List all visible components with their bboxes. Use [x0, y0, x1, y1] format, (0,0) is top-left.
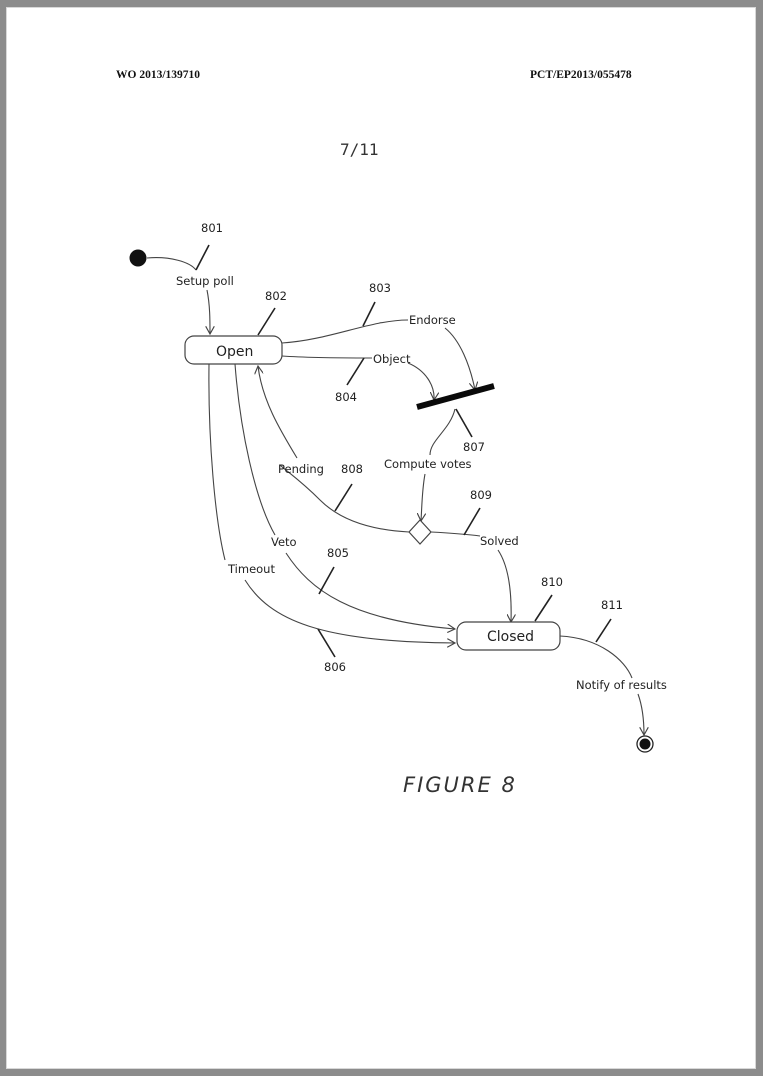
ref-802: 802: [265, 289, 287, 303]
transition-setup-poll-a: [146, 257, 197, 271]
leader-804: [346, 357, 365, 386]
transition-pending-a: [279, 464, 410, 533]
leader-810: [534, 594, 553, 622]
join-bar: [416, 383, 495, 410]
transition-timeout-a: [208, 363, 226, 561]
ref-805: 805: [327, 546, 349, 560]
transition-compute-a: [429, 408, 456, 456]
ref-810: 810: [541, 575, 563, 589]
transition-notify-a: [559, 635, 633, 679]
label-compute-votes: Compute votes: [384, 457, 472, 471]
transition-pending-b: [258, 366, 298, 459]
transition-solved-a: [430, 531, 481, 537]
leader-801: [195, 244, 210, 271]
decision-node: [408, 519, 432, 545]
leader-805: [318, 566, 335, 595]
patent-drawing-sheet: [6, 7, 756, 1069]
leader-811: [595, 618, 612, 643]
label-solved: Solved: [480, 534, 519, 548]
transition-solved-b: [497, 549, 511, 622]
label-notify: Notify of results: [576, 678, 667, 692]
ref-811: 811: [601, 598, 623, 612]
label-setup-poll: Setup poll: [176, 274, 234, 288]
state-closed-label: Closed: [487, 629, 534, 645]
leader-806: [317, 628, 336, 658]
ref-808: 808: [341, 462, 363, 476]
initial-node: [129, 249, 147, 267]
ref-806: 806: [324, 660, 346, 674]
transition-veto-b: [285, 552, 455, 629]
final-node-core: [639, 738, 651, 750]
label-timeout: Timeout: [227, 562, 275, 576]
leader-807: [455, 408, 473, 438]
label-veto: Veto: [271, 535, 297, 549]
ref-809: 809: [470, 488, 492, 502]
state-open: [184, 335, 283, 365]
transition-notify-b: [637, 693, 644, 735]
ref-807: 807: [463, 440, 485, 454]
transition-veto-a: [234, 363, 276, 536]
transition-object-a: [281, 355, 373, 359]
transition-endorse-a: [281, 319, 409, 344]
state-open-label: Open: [216, 344, 253, 360]
transition-setup-poll-b: [207, 289, 210, 334]
leader-803: [362, 301, 376, 327]
leader-808: [334, 483, 353, 512]
ref-803: 803: [369, 281, 391, 295]
publication-number: WO 2013/139710: [116, 69, 201, 81]
transition-object-b: [407, 362, 434, 400]
sheet-number: 7/11: [340, 140, 379, 159]
transition-timeout-b: [244, 579, 455, 643]
leader-802: [257, 307, 276, 336]
figure-caption: FIGURE 8: [403, 773, 517, 797]
transition-endorse-b: [444, 327, 475, 390]
label-object: Object: [373, 352, 411, 366]
application-number: PCT/EP2013/055478: [530, 69, 632, 81]
ref-804: 804: [335, 390, 357, 404]
label-endorse: Endorse: [409, 313, 456, 327]
transition-compute-b: [421, 473, 425, 521]
leader-809: [463, 507, 481, 536]
ref-801: 801: [201, 221, 223, 235]
label-pending: Pending: [278, 462, 324, 476]
